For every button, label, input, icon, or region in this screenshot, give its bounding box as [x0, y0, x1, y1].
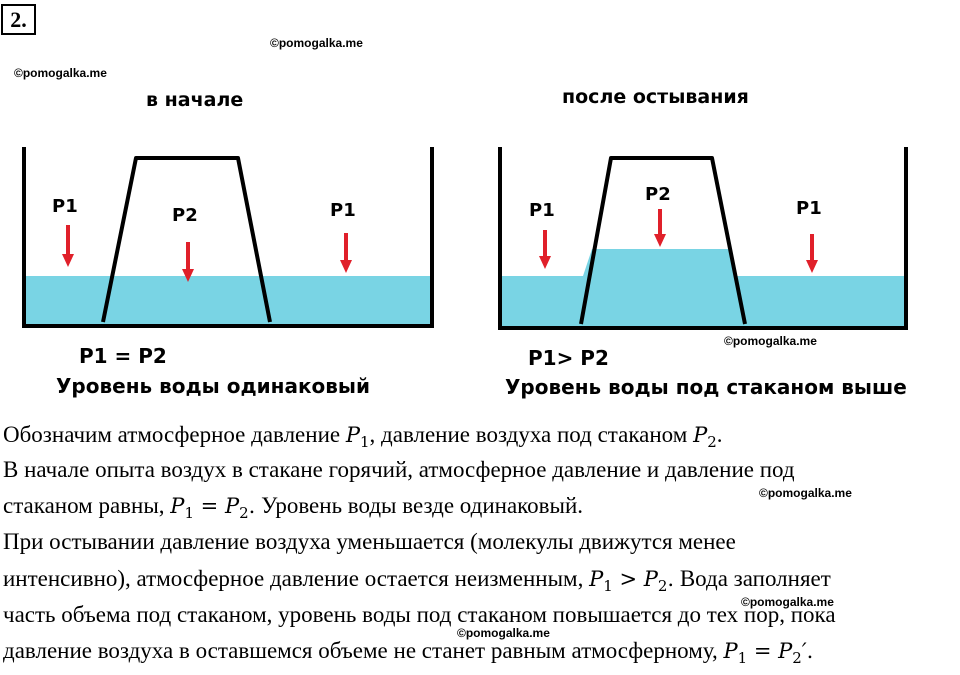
glass-right: [579, 156, 747, 325]
text-line-3: стаканом равны, P1 = P2. Уровень воды ве…: [3, 493, 584, 523]
text-line-2: В начале опыта воздух в стакане горячий,…: [3, 457, 795, 482]
label-p1: P1: [529, 200, 555, 221]
watermark: ©pomogalka.me: [14, 66, 107, 80]
label-p2: P2: [172, 205, 198, 226]
watermark: ©pomogalka.me: [270, 36, 363, 50]
arrow-p1-left: [62, 254, 74, 267]
caption-equal: P1 = P2: [79, 344, 167, 368]
math-p1-eq-p2: P1 = P2.: [170, 494, 256, 523]
vessel-right: [498, 147, 908, 330]
caption-greater: P1> P2: [528, 346, 609, 370]
label-p1: P1: [52, 196, 78, 217]
text-line-6: часть объема под стаканом, уровень воды …: [3, 602, 836, 627]
vessel-left: [22, 147, 434, 328]
label-p1: P1: [330, 200, 356, 221]
text-line-4: При остывании давление воздуха уменьшает…: [3, 529, 736, 554]
label-p2: P2: [645, 184, 671, 205]
math-p2: P2: [693, 423, 717, 452]
math-p1-gt-p2: P1 > P2.: [589, 567, 675, 596]
text-line-1: Обозначим атмосферное давление P1, давле…: [3, 422, 723, 452]
arrow-p1-right-left: [340, 260, 352, 273]
arrow-p2-left: [182, 269, 194, 282]
watermark: ©pomogalka.me: [457, 626, 550, 640]
experiment-diagram: [22, 147, 908, 330]
arrow-p2-right: [654, 234, 666, 247]
heading-before: в начале: [146, 89, 244, 111]
heading-after: после остывания: [562, 86, 749, 108]
watermark: ©pomogalka.me: [724, 334, 817, 348]
air-under-glass-left: [104, 158, 269, 276]
arrow-p1-right-right: [806, 260, 818, 273]
caption-level-equal: Уровень воды одинаковый: [56, 374, 371, 398]
label-p1: P1: [796, 198, 822, 219]
task-number: 2.: [1, 4, 36, 35]
water-right-vessel: [502, 276, 906, 328]
math-p1-eq-p2-prime: P1 = P2′.: [723, 639, 814, 668]
glass-left: [101, 156, 272, 323]
text-line-7: давление воздуха в оставшемся объеме не …: [3, 638, 814, 668]
text-line-5: интенсивно), атмосферное давление остает…: [3, 566, 831, 596]
caption-level-higher: Уровень воды под стаканом выше: [505, 375, 907, 399]
watermark: ©pomogalka.me: [741, 595, 834, 609]
arrow-p1-left-right: [539, 256, 551, 269]
raised-water-under-glass: [583, 249, 737, 276]
watermark: ©pomogalka.me: [759, 486, 852, 500]
math-p1: P1: [345, 423, 370, 452]
water-left-vessel: [25, 276, 432, 325]
